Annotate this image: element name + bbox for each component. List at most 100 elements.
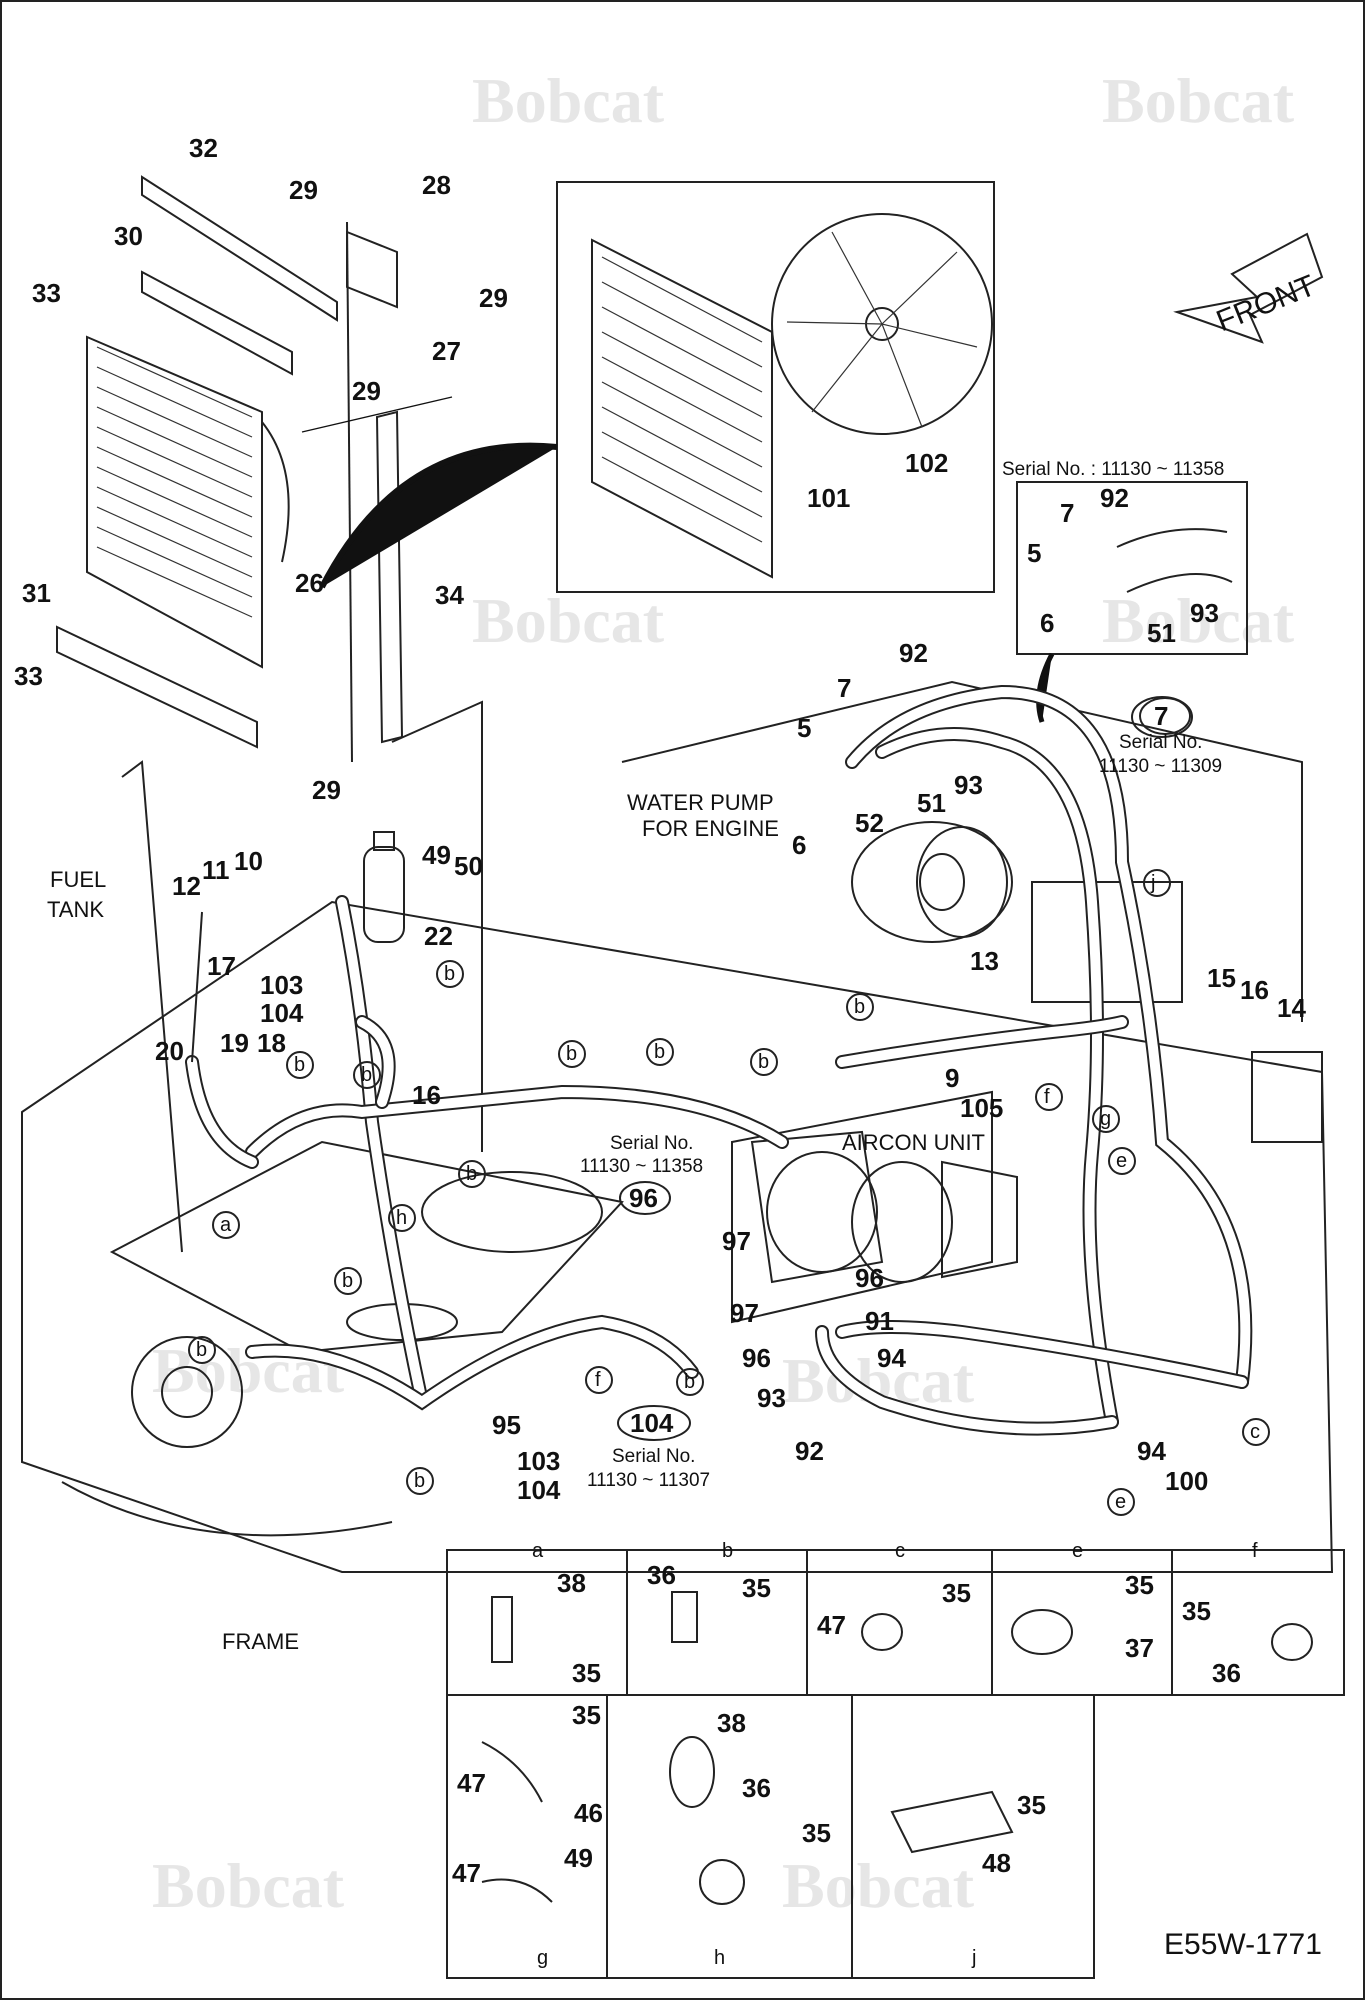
svg-text:b: b: [654, 1041, 665, 1063]
fuel-tank-label: FUEL: [50, 867, 106, 892]
callout-20: 20: [155, 1036, 184, 1066]
callout-30: 30: [114, 221, 143, 251]
svg-text:b: b: [342, 1270, 353, 1292]
clamp-letter-circle: a: [212, 1211, 240, 1239]
callout-7: 7: [1060, 498, 1074, 528]
clamp-letter-circle: b: [676, 1368, 704, 1396]
detail-boxes: [446, 1549, 1345, 1979]
clamp-letter-circle: b: [334, 1267, 362, 1295]
clamp-letter-circle: b: [436, 960, 464, 988]
callout-11: 11: [202, 855, 230, 885]
callout-27: 27: [432, 336, 461, 366]
callout-34: 34: [435, 580, 464, 610]
callout-96: 96: [629, 1183, 658, 1213]
svg-text:b: b: [466, 1163, 477, 1185]
callout-12: 12: [172, 871, 201, 901]
callout-26: 26: [295, 568, 324, 598]
detail-part: 35: [942, 1578, 971, 1608]
detail-part: 38: [557, 1568, 586, 1598]
callout-32: 32: [189, 133, 218, 163]
detail-box-j: [851, 1694, 1095, 1979]
callout-circles: [617, 697, 1191, 1441]
detail-part: 35: [1125, 1570, 1154, 1600]
detail-part: 47: [452, 1858, 481, 1888]
clamp-letter-circle: e: [1107, 1488, 1135, 1516]
serial-note: Serial No.: [610, 1133, 693, 1154]
svg-text:e: e: [1115, 1491, 1126, 1513]
callout-14: 14: [1277, 993, 1306, 1023]
callout-103: 103: [517, 1446, 560, 1476]
watermark-group: Bobcat Bobcat Bobcat Bobcat Bobcat Bobca…: [152, 65, 1295, 1921]
callout-28: 28: [422, 170, 451, 200]
callout-51: 51: [917, 788, 946, 818]
svg-text:j: j: [1150, 872, 1155, 894]
callout-97: 97: [730, 1298, 759, 1328]
svg-text:e: e: [1116, 1150, 1127, 1172]
serial-note: Serial No.: [612, 1446, 695, 1467]
clamp-letter-circle: b: [458, 1160, 486, 1188]
detail-part: 38: [717, 1708, 746, 1738]
callout-33: 33: [14, 661, 43, 691]
water-pump-label: WATER PUMP: [627, 790, 774, 815]
callout-18: 18: [257, 1028, 286, 1058]
clamp-letter-circle: e: [1108, 1147, 1136, 1175]
detail-part: 35: [572, 1658, 601, 1688]
callout-10: 10: [234, 846, 263, 876]
watermark-text: Bobcat: [782, 1850, 975, 1921]
callout-9: 9: [945, 1063, 959, 1093]
clamp-letter-circle: f: [1035, 1083, 1063, 1111]
detail-part: 35: [1017, 1790, 1046, 1820]
callout-29: 29: [312, 775, 341, 805]
diagram-id: E55W-1771: [1164, 1928, 1322, 1961]
callout-105: 105: [960, 1093, 1003, 1123]
callout-17: 17: [207, 951, 236, 981]
detail-box-g: [446, 1694, 608, 1979]
callout-22: 22: [424, 921, 453, 951]
callout-94: 94: [1137, 1436, 1166, 1466]
svg-text:b: b: [361, 1064, 372, 1086]
svg-text:b: b: [758, 1051, 769, 1073]
detail-part: 46: [574, 1798, 603, 1828]
callout-104: 104: [517, 1475, 561, 1505]
watermark-text: Bobcat: [152, 1850, 345, 1921]
detail-part: 36: [647, 1560, 676, 1590]
callout-19: 19: [220, 1028, 249, 1058]
callout-numbers: 32 29 28 30 29 33 27 29 26 31 34 33 29 1…: [14, 133, 1306, 1505]
aircon-unit: [750, 1130, 1018, 1284]
detail-letter: h: [714, 1947, 725, 1969]
callout-51: 51: [1147, 618, 1176, 648]
callout-93: 93: [757, 1383, 786, 1413]
callout-103: 103: [260, 970, 303, 1000]
callout-96: 96: [855, 1263, 884, 1293]
callout-5: 5: [797, 713, 811, 743]
callout-5: 5: [1027, 538, 1041, 568]
watermark-text: Bobcat: [152, 1335, 345, 1406]
detail-letter: c: [895, 1540, 905, 1562]
clamp-letter-circle: b: [188, 1336, 216, 1364]
clamp-letter-circle: b: [750, 1048, 778, 1076]
detail-box-labels: a 38 35 b 36 35 c 47 35 e 35 37 f 35 36 …: [452, 1540, 1258, 1969]
detail-letter: g: [537, 1947, 548, 1969]
svg-text:b: b: [196, 1339, 207, 1361]
clamp-letter-circle: b: [286, 1051, 314, 1079]
watermark-text: Bobcat: [472, 65, 665, 136]
clamp-letters: b b b b b b b b j f g e a h b b f b b c …: [188, 869, 1270, 1516]
detail-part: 35: [572, 1700, 601, 1730]
compressor: [851, 821, 1013, 943]
callout-15: 15: [1207, 963, 1236, 993]
svg-text:a: a: [220, 1214, 232, 1236]
callout-93: 93: [1190, 598, 1219, 628]
inset-condenser-fan: [319, 181, 995, 593]
detail-letter: a: [532, 1540, 544, 1562]
detail-letter: b: [722, 1540, 733, 1562]
aircon-unit-label: AIRCON UNIT: [842, 1130, 985, 1155]
watermark-text: Bobcat: [1102, 65, 1295, 136]
callout-104-circled: 104: [630, 1408, 674, 1438]
callout-92: 92: [795, 1436, 824, 1466]
svg-text:f: f: [1044, 1086, 1050, 1108]
clamp-letter-circle: b: [558, 1040, 586, 1068]
hose-routing: [185, 684, 1253, 1436]
detail-part: 35: [742, 1573, 771, 1603]
callout-29: 29: [479, 283, 508, 313]
